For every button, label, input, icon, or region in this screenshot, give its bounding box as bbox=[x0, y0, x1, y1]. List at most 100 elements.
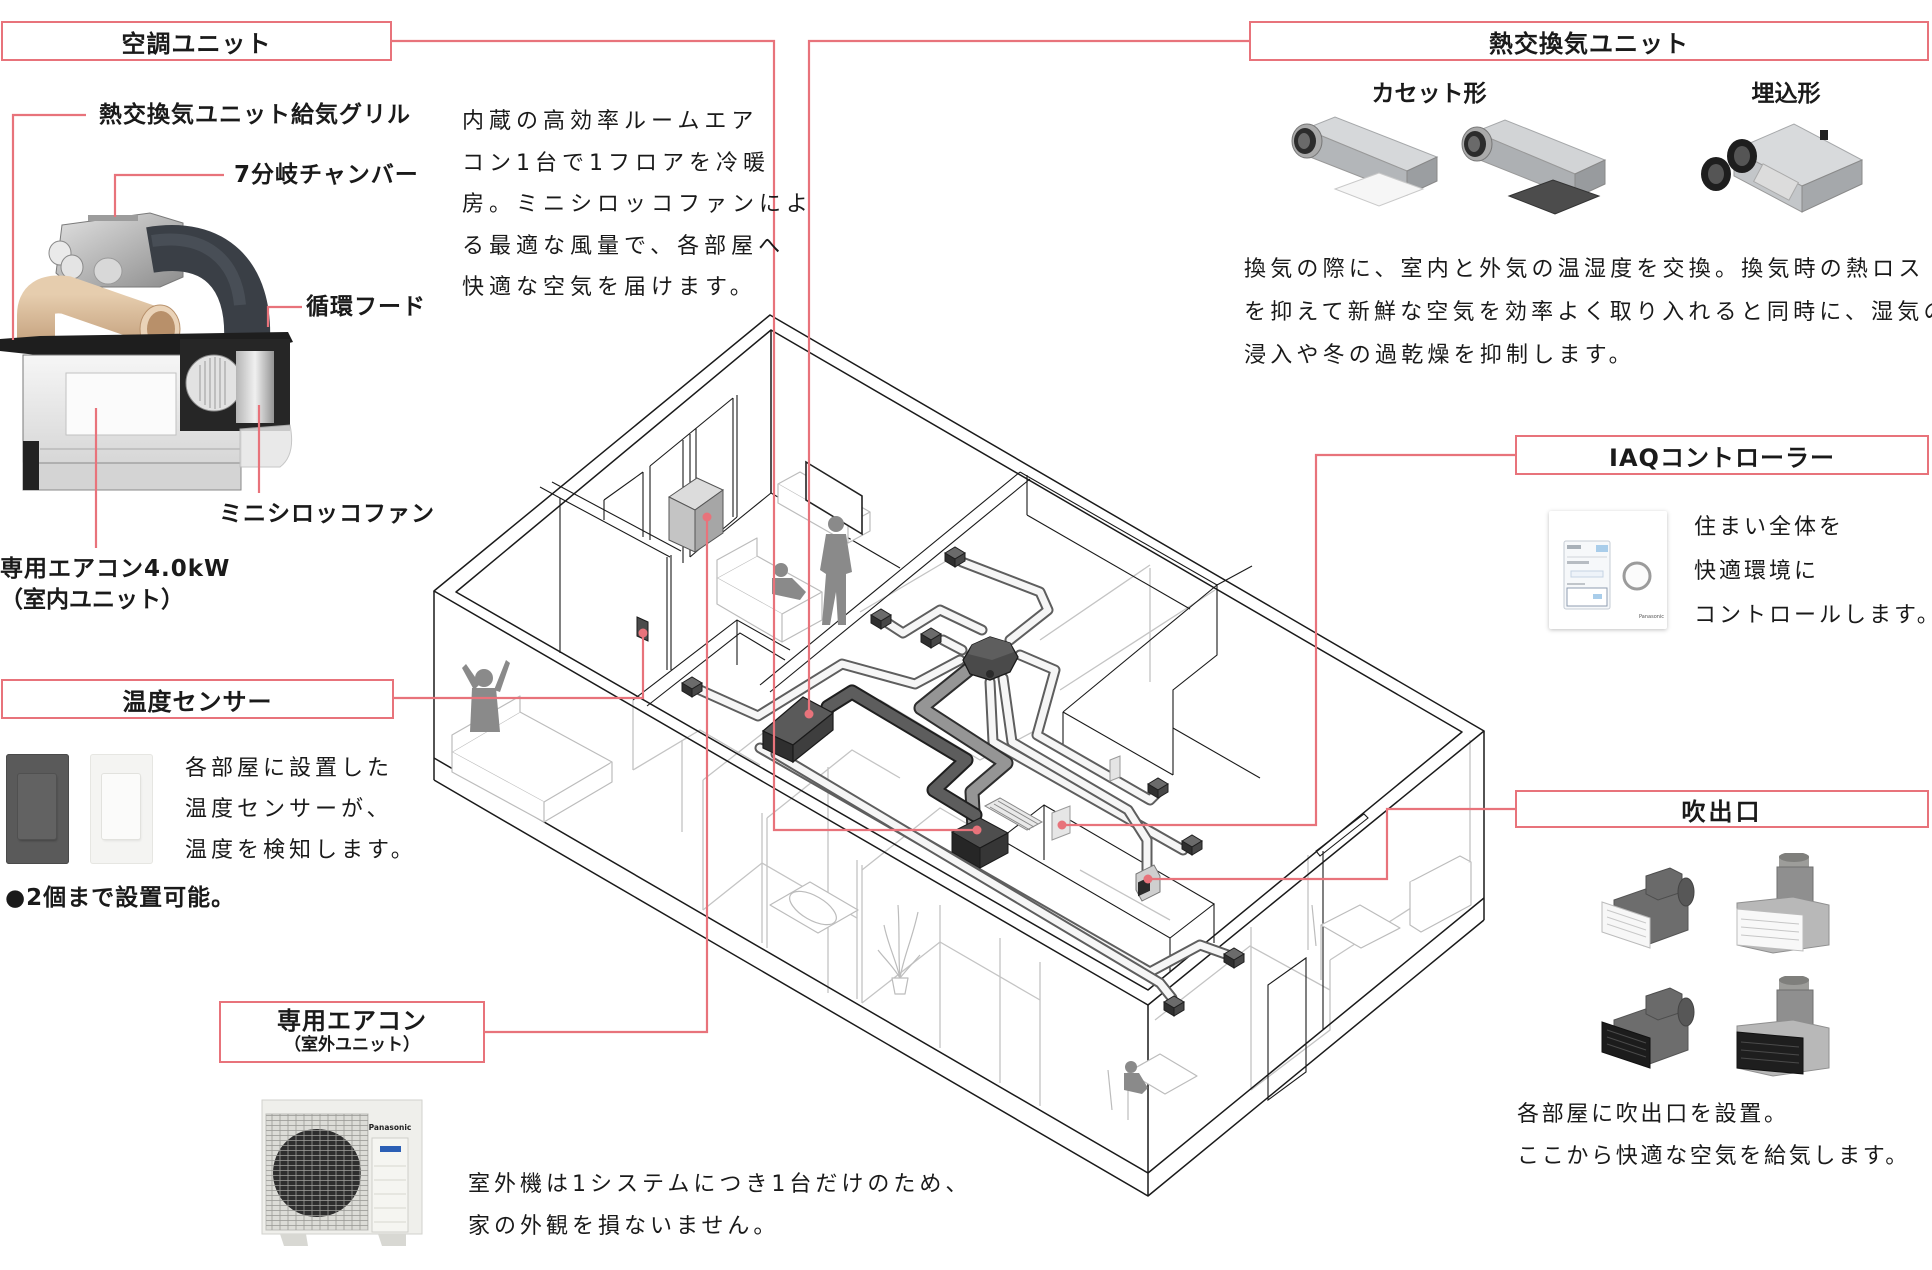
outlet-title: 吹出口 bbox=[1515, 790, 1929, 828]
heat-exchange-cassette-white-image bbox=[1291, 116, 1439, 207]
branch-chamber-hub bbox=[962, 636, 1019, 681]
person-silhouette bbox=[772, 563, 806, 600]
description-line: 房。ミニシロッコファンによ bbox=[462, 192, 814, 217]
temperature-sensor-title-text: 温度センサー bbox=[122, 687, 273, 716]
heat-exchange-unit-in-diagram bbox=[761, 696, 835, 764]
heat-exchange-unit-title: 熱交換気ユニット bbox=[1249, 21, 1929, 61]
temperature-sensor-title: 温度センサー bbox=[1, 679, 394, 719]
description-line: を抑えて新鮮な空気を効率よく取り入れると同時に、湿気の bbox=[1244, 300, 1932, 325]
aircon-unit-title: 空調ユニット bbox=[1, 21, 392, 61]
outdoor-unit-title-text: 専用エアコン bbox=[277, 1007, 427, 1036]
description-line: る最適な風量で、各部屋へ bbox=[462, 233, 786, 259]
chair bbox=[1107, 1069, 1113, 1111]
iaq-controller-title: IAQコントローラー bbox=[1515, 435, 1929, 475]
indoor-unit-note: （室内ユニット） bbox=[0, 587, 184, 613]
leader-circulation-hood bbox=[266, 305, 302, 327]
description-line: 内蔵の高効率ルームエア bbox=[462, 109, 759, 134]
aircon-unit-title-text: 空調ユニット bbox=[121, 29, 272, 58]
supply-duct-dark bbox=[820, 684, 983, 823]
sirocco-fan-label: ミニシロッコファン bbox=[219, 501, 435, 527]
branch-chamber-label: 7分岐チャンバー bbox=[234, 162, 419, 188]
brand-logo: Panasonic bbox=[1639, 614, 1664, 620]
description-line: 温度を検知します。 bbox=[185, 838, 417, 863]
grille-panel bbox=[1333, 172, 1425, 207]
description-line: 各部屋に設置した bbox=[185, 756, 394, 781]
iaq-controller-title-text: IAQコントローラー bbox=[1609, 443, 1835, 472]
brand-logo: Panasonic bbox=[369, 1123, 412, 1132]
outdoor-unit-title: 専用エアコン （室外ユニット） bbox=[219, 1001, 485, 1063]
iaq-controller-face: Panasonic bbox=[1563, 540, 1664, 620]
leader-supply-grille bbox=[11, 113, 86, 340]
leader-heat-exchange-unit bbox=[807, 39, 1249, 714]
television bbox=[805, 460, 863, 536]
person-silhouette bbox=[1124, 1061, 1148, 1094]
leader-temperature-sensor bbox=[394, 633, 645, 700]
grille-panel bbox=[1507, 179, 1601, 215]
dial-icon bbox=[1622, 561, 1652, 591]
indoor-unit-label: 専用エアコン4.0kW bbox=[0, 556, 231, 582]
plant bbox=[877, 904, 921, 995]
sirocco-fan bbox=[180, 339, 293, 468]
aircon-unit-description: 内蔵の高効率ルームエア コン1台で1フロアを冷暖 房。ミニシロッコファンによ る… bbox=[462, 101, 813, 309]
leader-lines bbox=[11, 39, 1515, 1034]
leader-dot bbox=[1057, 820, 1067, 830]
outlet-marker bbox=[920, 627, 942, 649]
outlet-black-side-image bbox=[1601, 987, 1695, 1069]
outlet-description: 各部屋に吹出口を設置。 ここから快適な空気を給気します。 bbox=[1517, 1094, 1910, 1178]
outdoor-unit-in-diagram bbox=[668, 477, 724, 553]
temperature-sensor-white-image bbox=[90, 754, 153, 864]
grille-face bbox=[1601, 1021, 1651, 1069]
embedded-type-label: 埋込形 bbox=[1751, 81, 1821, 107]
cassette-type-label: カセット形 bbox=[1371, 81, 1487, 107]
temperature-sensor-note: ●2個まで設置可能。 bbox=[5, 885, 236, 911]
heat-exchange-unit-description: 換気の際に、室内と外気の温湿度を交換。換気時の熱ロス を抑えて新鮮な空気を効率よ… bbox=[1244, 248, 1932, 377]
description-line: 換気の際に、室内と外気の温湿度を交換。換気時の熱ロス bbox=[1244, 257, 1925, 282]
temperature-sensor-description: 各部屋に設置した 温度センサーが、 温度を検知します。 bbox=[185, 748, 417, 871]
temperature-sensor-dark-image bbox=[6, 754, 69, 864]
iaq-controller-description: 住まい全体を 快適環境に コントロールします。 bbox=[1694, 506, 1932, 638]
iaq-controller-image: Panasonic bbox=[1549, 511, 1667, 629]
leader-dot bbox=[638, 628, 648, 638]
leader-dot bbox=[972, 825, 982, 835]
heat-exchange-cassette-dark-image bbox=[1461, 119, 1607, 215]
outlet-white-top-image bbox=[1736, 853, 1830, 954]
description-line: コン1台で1フロアを冷暖 bbox=[462, 150, 770, 176]
person-silhouette bbox=[820, 516, 852, 625]
furniture bbox=[451, 471, 1472, 1120]
description-line: コントロールします。 bbox=[1694, 603, 1932, 628]
leader-iaq-controller bbox=[1062, 453, 1515, 827]
building-shell bbox=[433, 314, 1485, 1197]
outlet-title-text: 吹出口 bbox=[1681, 797, 1763, 826]
outdoor-unit-subtitle: （室外ユニット） bbox=[284, 1035, 420, 1056]
leader-aircon-unit bbox=[392, 39, 977, 832]
leader-outdoor-unit bbox=[485, 517, 709, 1034]
model-badge bbox=[380, 1146, 401, 1152]
leader-dot bbox=[702, 512, 712, 522]
description-line: 室外機は1システムにつき1台だけのため、 bbox=[468, 1172, 972, 1197]
leader-branch-chamber bbox=[113, 173, 224, 217]
desk bbox=[1320, 904, 1401, 949]
description-line: 各部屋に吹出口を設置。 bbox=[1517, 1102, 1789, 1127]
heat-exchange-embedded-image bbox=[1701, 123, 1864, 213]
aircon-unit-image bbox=[0, 212, 293, 491]
description-line: 温度センサーが、 bbox=[185, 797, 393, 822]
desk bbox=[1127, 1053, 1198, 1095]
grille-face bbox=[1601, 901, 1651, 949]
chair bbox=[1311, 904, 1317, 947]
outlet-black-top-image bbox=[1736, 976, 1830, 1077]
outdoor-unit-image: Panasonic bbox=[261, 1099, 423, 1246]
interior-light-lines bbox=[632, 559, 1471, 1106]
description-line: 住まい全体を bbox=[1694, 515, 1845, 540]
description-line: 家の外観を損ないません。 bbox=[468, 1214, 780, 1239]
heat-exchange-unit-title-text: 熱交換気ユニット bbox=[1489, 29, 1689, 58]
sensor-marker bbox=[1109, 755, 1121, 782]
leader-outlet bbox=[1148, 807, 1515, 881]
leader-dot bbox=[804, 709, 814, 719]
description-line: ここから快適な空気を給気します。 bbox=[1517, 1144, 1911, 1169]
outlet-white-side-image bbox=[1601, 867, 1695, 949]
door bbox=[1267, 956, 1307, 1102]
outdoor-unit-description: 室外機は1システムにつき1台だけのため、 家の外観を損ないません。 bbox=[468, 1164, 971, 1248]
description-line: 浸入や冬の過乾燥を抑制します。 bbox=[1244, 343, 1635, 368]
leader-dot bbox=[1143, 874, 1153, 884]
